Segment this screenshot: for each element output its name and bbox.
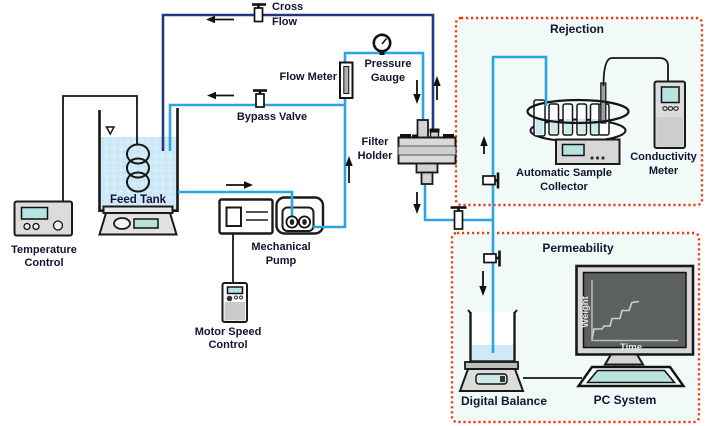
tubing [161,13,548,353]
pump-ports [285,215,311,229]
feed-tank [98,108,179,212]
mechanical-pump-label-1: Mechanical [251,241,311,253]
arrow-up-icon [480,136,488,154]
knob-icon [52,220,64,231]
bypass-valve-icon [253,89,267,108]
cross-flow-line [161,13,435,151]
temperature-control-label-2: Control [24,257,64,269]
digital-balance-label: Digital Balance [460,394,548,408]
arrow-left-icon [207,91,234,100]
feed-tank-label: Feed Tank [109,194,167,206]
flow-meter-label: Flow Meter [279,71,337,83]
bypass-valve-label: Bypass Valve [236,111,308,123]
hotplate-display [133,218,159,229]
permeability-valve-icon [483,250,501,267]
conductivity-meter-label-2: Meter [648,165,679,177]
motor-speed-label-2: Control [208,339,248,351]
temperature-display [20,206,49,220]
arrow-up-icon [433,76,441,100]
pressure-gauge-label-1: Pressure [364,58,412,70]
pc-system: Weight Time [575,264,695,388]
arrow-down-icon [479,271,487,296]
pump-to-filter-line [313,51,425,229]
balance-display [475,373,508,385]
weight-step-line [591,300,640,340]
knob-icon [113,217,131,230]
gauge-needle-icon [381,38,388,45]
motor-speed-label-1: Motor Speed [194,326,262,338]
filter-holder-label-1: Filter [361,136,389,148]
temperature-control-label-1: Temperature [11,244,77,256]
motor-speed-controller [221,282,248,323]
sample-collector-label-1: Automatic Sample [516,167,612,179]
cross-flow-label-2: Flow [272,16,298,28]
arrow-down-icon [413,192,421,214]
hotplate-stirrer [98,205,178,236]
cross-flow-label-1: Cross [272,1,304,13]
weight-axis-label: Weight [580,295,591,327]
rejection-section-label: Rejection [549,22,604,36]
time-axis-label: Time [620,342,642,353]
pressure-gauge-label-2: Gauge [370,72,406,84]
permeability-section-label: Permeability [542,241,614,255]
conductivity-probe-icon [600,82,607,124]
liquid-level-icon [105,126,116,136]
tank-to-pump-line [178,190,294,217]
conductivity-display [660,86,680,104]
plot-axes [591,280,678,342]
rejection-line [491,55,548,220]
rejection-valve-icon [482,172,500,189]
conductivity-meter [602,57,686,149]
bypass-line [168,103,345,151]
permeate-line [423,178,493,222]
arrow-up-icon [345,156,353,183]
cross-flow-valve-icon [252,3,266,23]
pc-system-label: PC System [593,393,657,407]
filter-holder-label-2: Holder [357,150,393,162]
stirrer-coil-icon [126,143,150,193]
arrow-left-icon [206,15,234,24]
collector-display [561,143,585,157]
conductivity-meter-label-1: Conductivity [630,151,697,163]
mechanical-pump-label-2: Pump [265,255,297,267]
flow-meter [339,61,354,99]
pressure-gauge [372,33,392,55]
temperature-controller [13,95,138,237]
flow-arrows [206,15,488,296]
arrow-right-icon [226,181,253,189]
monitor-screen [582,271,687,349]
permeate-valve-icon [450,206,467,230]
filter-holder [397,119,457,185]
monitor-stand [603,353,645,366]
arrow-down-icon [413,80,421,104]
motor-display [226,286,244,295]
sample-collector-label-2: Collector [540,181,588,193]
automatic-sample-collector [526,82,630,165]
